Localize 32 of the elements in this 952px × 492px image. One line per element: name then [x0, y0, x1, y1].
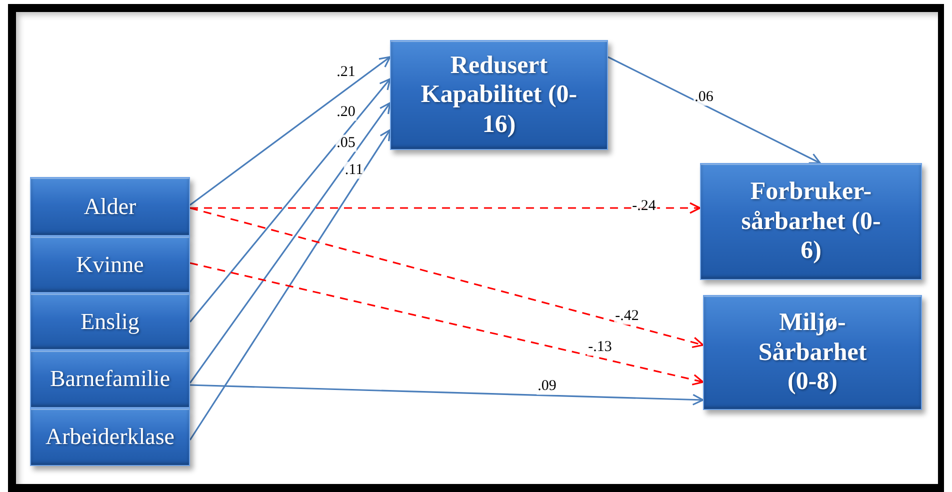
variable-box — [390, 40, 608, 150]
box-label: Enslig — [80, 308, 140, 336]
edge-label: .09 — [536, 378, 558, 394]
box-label: Barnefamilie — [50, 365, 170, 393]
arrow — [189, 102, 391, 384]
arrow — [190, 384, 704, 406]
dashed-arrow — [190, 202, 701, 214]
edge-label: .20 — [336, 104, 356, 120]
arrow — [608, 56, 821, 164]
dashed-arrow — [190, 207, 704, 348]
box-label: Arbeiderklase — [46, 423, 174, 451]
box-label: Miljø- Sårbarhet (0-8) — [757, 308, 868, 397]
variable-box — [30, 408, 190, 466]
variable-box — [703, 295, 922, 410]
edge-label: .06 — [694, 88, 714, 106]
variable-box — [700, 163, 922, 280]
variable-box — [30, 177, 190, 236]
edge-label: .05 — [336, 134, 356, 152]
edge-label: -.42 — [614, 308, 640, 324]
edge-label: .11 — [344, 162, 364, 178]
variable-box — [30, 236, 190, 293]
edge-label: -.13 — [587, 338, 613, 356]
dashed-arrow — [190, 262, 704, 386]
variable-box — [30, 350, 190, 408]
arrow — [189, 78, 391, 322]
arrow — [189, 129, 391, 440]
box-label: Kvinne — [76, 250, 144, 278]
variable-box — [30, 293, 190, 350]
box-label: Alder — [84, 192, 136, 220]
box-label: Redusert Kapabilitet (0-16) — [420, 50, 578, 140]
arrow — [190, 56, 391, 206]
box-label: Forbruker- sårbarhet (0-6) — [741, 177, 881, 266]
